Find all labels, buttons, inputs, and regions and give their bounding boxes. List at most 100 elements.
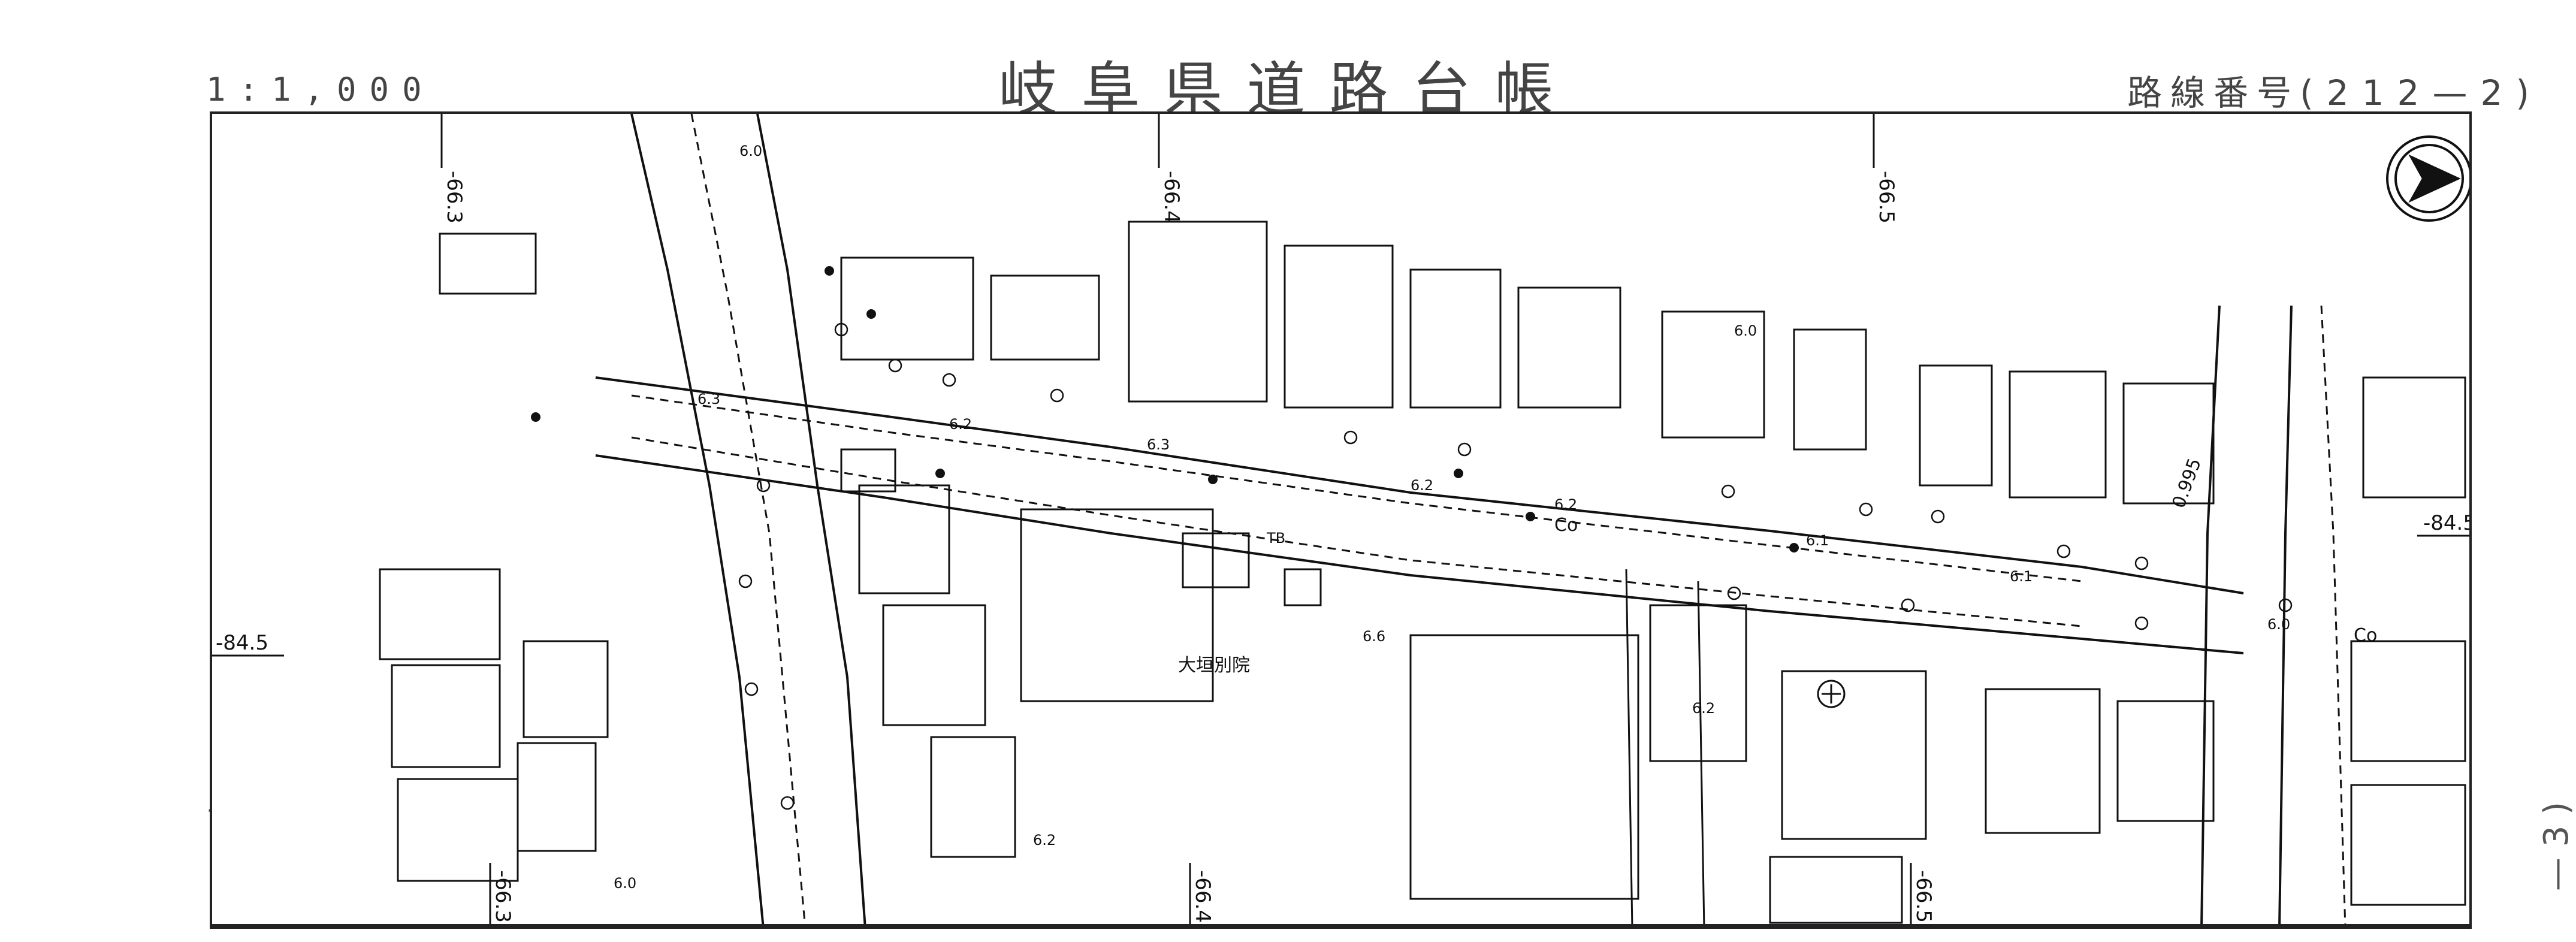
elevation-label: 6.6 bbox=[1363, 628, 1385, 645]
building bbox=[379, 568, 501, 660]
elevation-label: 6.0 bbox=[739, 143, 762, 159]
traffic-sign-symbol bbox=[2278, 598, 2293, 612]
elevation-label: 6.1 bbox=[2010, 568, 2033, 585]
route-paren-close: ) bbox=[2515, 73, 2542, 113]
grid-label-left: -84.5 bbox=[216, 631, 268, 655]
bottom-rule bbox=[210, 926, 2472, 929]
building bbox=[1284, 244, 1394, 409]
north-arrow-icon bbox=[2386, 135, 2469, 222]
building bbox=[990, 274, 1100, 361]
grid-label-top-2: -66.4 bbox=[1159, 171, 1183, 224]
traffic-sign-symbol bbox=[1343, 430, 1358, 445]
route-paren-open: ( bbox=[2300, 73, 2327, 113]
grid-label-right: -84.5 bbox=[2423, 511, 2472, 535]
building bbox=[1409, 268, 1502, 409]
map-scale: 1:1,000 bbox=[206, 71, 435, 108]
elevation-label: 6.2 bbox=[949, 416, 972, 433]
traffic-sign-symbol bbox=[1859, 502, 1873, 517]
building bbox=[1661, 310, 1765, 439]
small-structure bbox=[1182, 532, 1250, 588]
traffic-sign-symbol bbox=[1457, 442, 1472, 457]
grid-label-bottom-2: -66.4 bbox=[1191, 870, 1215, 923]
right-sheet-ref: — 3 ) bbox=[2537, 801, 2576, 892]
traffic-sign-symbol bbox=[1931, 509, 1945, 524]
small-structure bbox=[840, 448, 896, 493]
hospital-cross-symbol bbox=[1817, 680, 1846, 708]
route-number-label: 路線番号 bbox=[2127, 73, 2300, 113]
manhole-symbol bbox=[834, 322, 848, 337]
building bbox=[882, 604, 986, 726]
building bbox=[1781, 670, 1927, 840]
elevation-label: 6.3 bbox=[1147, 436, 1170, 453]
main-road-lane-line bbox=[631, 436, 2082, 627]
utility-pole-symbol bbox=[825, 266, 834, 276]
utility-pole-symbol bbox=[1208, 475, 1218, 484]
grid-label-top-1: -66.3 bbox=[442, 171, 466, 224]
cross-road-right-far-edge bbox=[2320, 305, 2347, 924]
building bbox=[930, 736, 1016, 858]
building bbox=[2122, 382, 2215, 505]
traffic-sign-symbol bbox=[756, 478, 771, 493]
building bbox=[1985, 688, 2101, 834]
traffic-sign-symbol bbox=[1901, 598, 1915, 612]
building bbox=[1919, 364, 1993, 487]
building bbox=[1020, 508, 1214, 702]
utility-pole-symbol bbox=[866, 309, 876, 319]
building bbox=[2362, 376, 2466, 499]
traffic-sign-symbol bbox=[2134, 556, 2149, 570]
elevation-label: 6.3 bbox=[697, 391, 720, 407]
building bbox=[391, 664, 501, 768]
route-dash: — bbox=[2432, 73, 2481, 113]
main-road-north-edge bbox=[595, 376, 2244, 594]
elevation-label: 6.0 bbox=[614, 875, 636, 892]
temple-name: 大垣別院 bbox=[1178, 655, 1250, 676]
traffic-sign-symbol bbox=[1727, 586, 1741, 600]
cross-road-right-west-edge bbox=[2200, 305, 2221, 924]
building bbox=[840, 256, 974, 361]
traffic-sign-symbol bbox=[1050, 388, 1064, 403]
traffic-sign-symbol bbox=[744, 682, 759, 696]
elevation-label: 6.0 bbox=[1734, 322, 1757, 339]
main-road-south-edge bbox=[595, 454, 2244, 654]
traffic-sign-symbol bbox=[2134, 616, 2149, 630]
utility-pole-symbol bbox=[1789, 543, 1799, 552]
right-sheet-number: 3 bbox=[2537, 825, 2576, 847]
road-map: -66.3 -66.4 -66.5 -66.3 -66.4 -66.5 -84.… bbox=[212, 114, 2472, 924]
building bbox=[1769, 856, 1903, 924]
elevation-label: 6.2 bbox=[1411, 477, 1433, 494]
building bbox=[439, 233, 537, 295]
tb-label: TB bbox=[1266, 530, 1285, 547]
traffic-sign-symbol bbox=[942, 373, 956, 387]
traffic-sign-symbol bbox=[1721, 484, 1735, 499]
building bbox=[517, 742, 597, 852]
building bbox=[2009, 370, 2107, 499]
side-road-east-edge bbox=[1697, 581, 1705, 924]
temple-compound bbox=[1409, 634, 1639, 900]
traffic-sign-symbol bbox=[738, 574, 753, 588]
elevation-label: 6.1 bbox=[1806, 532, 1829, 549]
elevation-label: 6.0 bbox=[2267, 616, 2290, 633]
elevation-label: 6.2 bbox=[1692, 700, 1715, 717]
road-label-co: Co bbox=[1554, 515, 1578, 536]
building bbox=[397, 778, 519, 882]
cross-road-right-east-edge bbox=[2278, 305, 2293, 924]
cross-road-left-centerline bbox=[690, 114, 806, 924]
map-frame: -66.3 -66.4 -66.5 -66.3 -66.4 -66.5 -84.… bbox=[210, 111, 2472, 926]
building bbox=[2116, 700, 2215, 822]
elevation-label: 6.2 bbox=[1554, 496, 1577, 513]
utility-pole-symbol bbox=[935, 469, 945, 478]
utility-pole-symbol bbox=[531, 412, 540, 422]
building bbox=[523, 640, 609, 738]
traffic-sign-symbol bbox=[780, 796, 795, 810]
building bbox=[1793, 328, 1867, 451]
building bbox=[2350, 784, 2466, 906]
route-main-number: 212 bbox=[2326, 73, 2433, 113]
cross-road-left-east-edge bbox=[756, 114, 866, 924]
road-label-co: Co bbox=[2354, 625, 2377, 646]
traffic-sign-symbol bbox=[2056, 544, 2071, 558]
grid-label-bottom-3: -66.5 bbox=[1911, 870, 1935, 923]
side-road-west-edge bbox=[1625, 569, 1633, 924]
route-number: 路線番号(212—2) bbox=[2127, 65, 2542, 115]
small-structure bbox=[1284, 568, 1322, 606]
building bbox=[1128, 221, 1268, 403]
